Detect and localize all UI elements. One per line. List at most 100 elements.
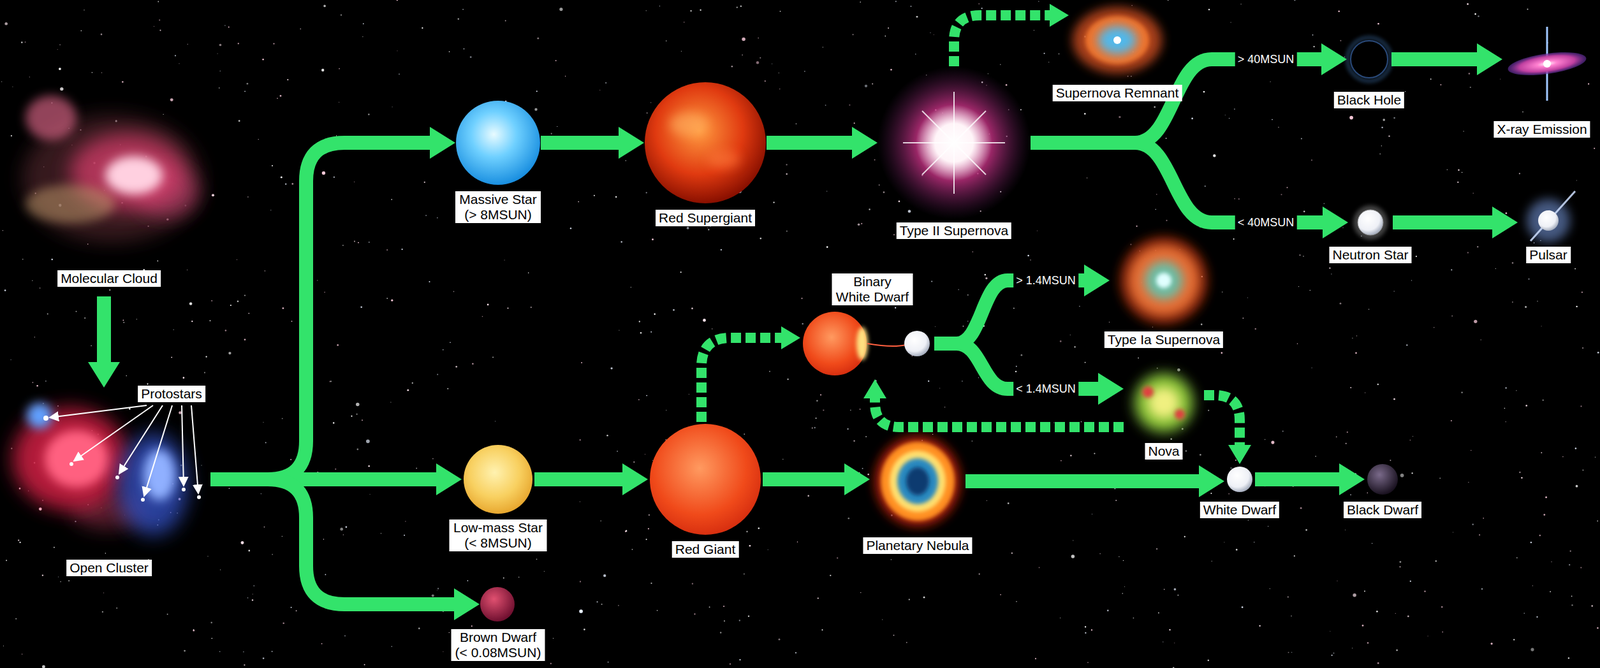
pulsar-art-part — [1530, 191, 1576, 242]
star-dot — [895, 0, 897, 2]
star-dot — [424, 181, 426, 184]
star-dot — [386, 249, 388, 251]
star-dot — [1152, 327, 1153, 328]
star-dot — [1516, 557, 1518, 559]
star-dot — [826, 190, 828, 192]
star-dot — [707, 228, 710, 231]
arrow-head — [429, 126, 456, 159]
star-dot — [910, 5, 912, 8]
star-dot — [720, 249, 722, 251]
black-hole-art-part — [1347, 37, 1391, 81]
supernova-remnant-art-part — [1098, 26, 1137, 55]
x-ray-emission-art-part — [1506, 48, 1588, 80]
star-dot — [1071, 554, 1076, 559]
star-dot — [1107, 609, 1109, 612]
star-dot — [1072, 540, 1074, 541]
star-dot — [1399, 561, 1402, 564]
arrow-head — [88, 362, 120, 388]
star-dot — [332, 422, 335, 424]
star-dot — [10, 135, 13, 137]
star-dot — [1130, 244, 1132, 246]
star-dot — [570, 227, 572, 229]
star-dot — [883, 191, 886, 194]
star-dot — [34, 336, 36, 338]
star-dot — [170, 98, 174, 102]
star-dot — [1174, 588, 1177, 592]
star-dot — [228, 487, 231, 490]
star-dot — [1288, 652, 1290, 654]
star-dot — [270, 209, 272, 211]
star-dot — [987, 73, 989, 74]
star-dot — [187, 44, 189, 45]
star-dot — [462, 8, 463, 10]
star-dot — [457, 17, 460, 20]
star-dot — [281, 536, 283, 537]
type-ii-supernova-art-part — [877, 66, 1031, 220]
star-dot — [1207, 410, 1210, 412]
star-dot — [1539, 535, 1542, 537]
star-dot — [345, 526, 348, 529]
star-dot — [650, 102, 652, 103]
star-dot — [225, 329, 228, 332]
edge-label: < 1.4MSUN — [1013, 381, 1079, 397]
star-dot — [971, 251, 974, 253]
star-dot — [1582, 469, 1585, 472]
star-dot — [814, 427, 816, 429]
star-dot — [1118, 116, 1121, 118]
star-dot — [1339, 40, 1342, 42]
black-hole-art — [1347, 37, 1391, 81]
flow-arrow — [534, 463, 648, 496]
star-dot — [1235, 549, 1238, 551]
star-dot — [343, 534, 344, 536]
protostar-leader-lines-part — [73, 405, 154, 462]
star-dot — [893, 635, 895, 637]
star-dot — [530, 306, 532, 309]
star-dot — [853, 440, 856, 442]
star-dot — [890, 559, 892, 560]
star-dot — [785, 173, 788, 176]
star-dot — [237, 42, 240, 45]
star-dot — [1393, 398, 1396, 401]
star-dot — [1323, 203, 1326, 205]
star-dot — [1450, 420, 1453, 422]
star-dot — [350, 415, 353, 418]
star-dot — [418, 628, 421, 631]
star-dot — [1302, 255, 1305, 257]
star-dot — [778, 638, 781, 641]
molecular-cloud-art-part — [105, 156, 163, 195]
star-dot — [971, 440, 974, 442]
star-dot — [211, 300, 213, 302]
star-dot — [1038, 1, 1040, 3]
stage-node: Neutron Star — [1348, 200, 1393, 245]
star-dot — [795, 652, 797, 654]
star-dot — [1060, 460, 1062, 462]
open-cluster-art-part — [197, 495, 201, 500]
star-dot — [967, 294, 969, 296]
star-dot — [390, 299, 393, 302]
stage-label: Black Dwarf — [1343, 501, 1422, 519]
star-dot — [272, 42, 275, 45]
stage-node: White Dwarf — [1224, 464, 1256, 495]
star-dot — [1247, 519, 1249, 521]
star-dot — [369, 494, 371, 495]
protostar-leader-lines-part — [191, 405, 199, 494]
star-dot — [749, 545, 752, 548]
star-dot — [364, 664, 366, 666]
star-dot — [1168, 629, 1171, 631]
star-dot — [607, 661, 610, 664]
arrow-head — [1049, 3, 1069, 27]
star-dot — [711, 328, 713, 330]
star-dot — [360, 306, 363, 309]
star-dot — [1314, 455, 1317, 458]
open-cluster-art — [12, 403, 201, 536]
star-dot — [1335, 436, 1338, 438]
star-dot — [729, 663, 731, 666]
star-dot — [1038, 567, 1041, 569]
star-dot — [1247, 297, 1248, 298]
arrow-head — [1322, 206, 1349, 239]
star-dot — [282, 622, 285, 625]
star-dot — [356, 448, 359, 451]
arrow-shaft — [934, 280, 1085, 344]
stage-node: Molecular Cloud — [12, 89, 211, 297]
star-dot — [1086, 177, 1088, 178]
